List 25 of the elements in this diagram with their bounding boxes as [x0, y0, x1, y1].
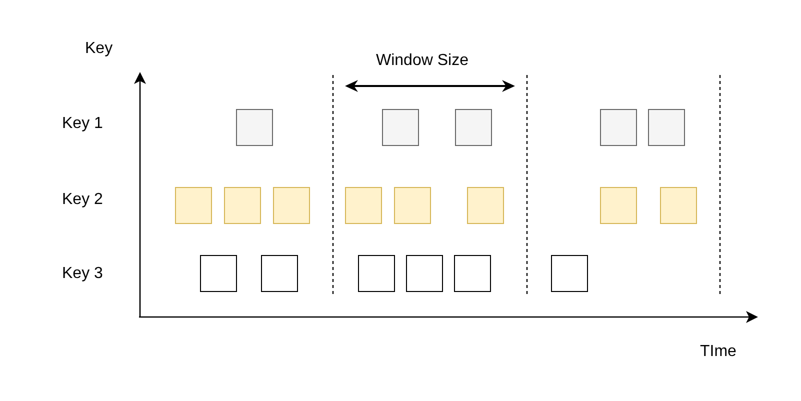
event-block [175, 187, 212, 224]
axis-title: TIme [700, 343, 736, 361]
row-label: Key 3 [62, 265, 103, 283]
event-block [261, 255, 298, 292]
event-block [660, 187, 697, 224]
event-block [394, 187, 431, 224]
event-block [224, 187, 261, 224]
event-block [273, 187, 310, 224]
event-block [455, 109, 492, 146]
event-block [200, 255, 237, 292]
event-block [358, 255, 395, 292]
event-block [345, 187, 382, 224]
row-label: Key 2 [62, 191, 103, 209]
event-block [551, 255, 588, 292]
axis-title: Key [85, 40, 113, 58]
event-block [454, 255, 491, 292]
event-block [236, 109, 273, 146]
event-block [406, 255, 443, 292]
event-block [382, 109, 419, 146]
row-label: Key 1 [62, 115, 103, 133]
dimension-label: Window Size [376, 52, 468, 70]
event-block [648, 109, 685, 146]
event-block [600, 187, 637, 224]
event-block [467, 187, 504, 224]
event-block [600, 109, 637, 146]
